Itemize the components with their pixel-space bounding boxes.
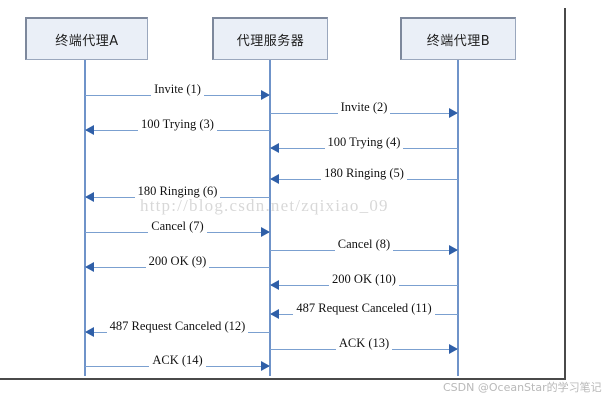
message-7: Cancel (7) (85, 219, 270, 239)
arrow-head-icon-14 (261, 360, 270, 371)
message-label-2: Invite (2) (270, 100, 458, 114)
arrow-head-icon-9 (85, 261, 94, 272)
message-3: 100 Trying (3) (85, 117, 270, 137)
message-label-text-9: 200 OK (9) (145, 254, 210, 268)
arrow-head-icon-3 (85, 124, 94, 135)
arrow-head-icon-4 (270, 142, 279, 153)
page-frame-vertical-rule (564, 8, 566, 380)
message-label-8: Cancel (8) (270, 237, 458, 251)
message-label-text-1: Invite (1) (151, 82, 204, 96)
message-14: ACK (14) (85, 353, 270, 373)
message-label-10: 200 OK (10) (270, 272, 458, 286)
lifeline-ua-a (84, 60, 86, 376)
message-6: 180 Ringing (6) (85, 184, 270, 204)
message-label-13: ACK (13) (270, 336, 458, 350)
arrow-head-icon-1 (261, 89, 270, 100)
message-label-14: ACK (14) (85, 353, 270, 367)
message-label-3: 100 Trying (3) (85, 117, 270, 131)
lifeline-proxy (269, 60, 271, 376)
message-2: Invite (2) (270, 100, 458, 120)
message-label-text-7: Cancel (7) (148, 219, 207, 233)
message-5: 180 Ringing (5) (270, 166, 458, 186)
arrow-head-icon-12 (85, 326, 94, 337)
message-label-text-4: 100 Trying (4) (324, 135, 404, 149)
page-frame-horizontal-rule (0, 378, 566, 380)
message-label-text-14: ACK (14) (149, 353, 206, 367)
actor-box-proxy[interactable]: 代理服务器 (212, 17, 328, 60)
message-label-text-6: 180 Ringing (6) (134, 184, 221, 198)
arrow-head-icon-5 (270, 173, 279, 184)
message-label-4: 100 Trying (4) (270, 135, 458, 149)
lifeline-ua-b (457, 60, 459, 376)
message-4: 100 Trying (4) (270, 135, 458, 155)
arrow-head-icon-6 (85, 191, 94, 202)
arrow-head-icon-13 (449, 343, 458, 354)
actor-label-ua-b: 终端代理B (426, 33, 491, 49)
message-1: Invite (1) (85, 82, 270, 102)
message-label-text-3: 100 Trying (3) (138, 117, 217, 131)
message-label-7: Cancel (7) (85, 219, 270, 233)
message-label-text-12: 487 Request Canceled (12) (106, 319, 249, 333)
message-label-text-2: Invite (2) (337, 100, 391, 114)
message-label-12: 487 Request Canceled (12) (85, 319, 270, 333)
message-label-text-13: ACK (13) (335, 336, 393, 350)
actor-label-proxy: 代理服务器 (236, 33, 305, 49)
message-label-9: 200 OK (9) (85, 254, 270, 268)
arrow-head-icon-7 (261, 226, 270, 237)
message-9: 200 OK (9) (85, 254, 270, 274)
message-label-11: 487 Request Canceled (11) (270, 301, 458, 315)
message-label-text-8: Cancel (8) (334, 237, 394, 251)
message-8: Cancel (8) (270, 237, 458, 257)
message-13: ACK (13) (270, 336, 458, 356)
arrow-head-icon-10 (270, 279, 279, 290)
message-10: 200 OK (10) (270, 272, 458, 292)
message-label-text-5: 180 Ringing (5) (321, 166, 407, 180)
arrow-head-icon-2 (449, 107, 458, 118)
arrow-head-icon-8 (449, 244, 458, 255)
message-label-1: Invite (1) (85, 82, 270, 96)
message-11: 487 Request Canceled (11) (270, 301, 458, 321)
message-12: 487 Request Canceled (12) (85, 319, 270, 339)
watermark-signature: CSDN @OceanStar的学习笔记 (443, 381, 602, 394)
actor-box-ua-b[interactable]: 终端代理B (400, 17, 516, 60)
message-label-text-11: 487 Request Canceled (11) (293, 301, 435, 315)
arrow-head-icon-11 (270, 308, 279, 319)
actor-box-ua-a[interactable]: 终端代理A (25, 17, 148, 60)
actor-label-ua-a: 终端代理A (55, 33, 119, 49)
message-label-text-10: 200 OK (10) (329, 272, 399, 286)
message-label-6: 180 Ringing (6) (85, 184, 270, 198)
message-label-5: 180 Ringing (5) (270, 166, 458, 180)
